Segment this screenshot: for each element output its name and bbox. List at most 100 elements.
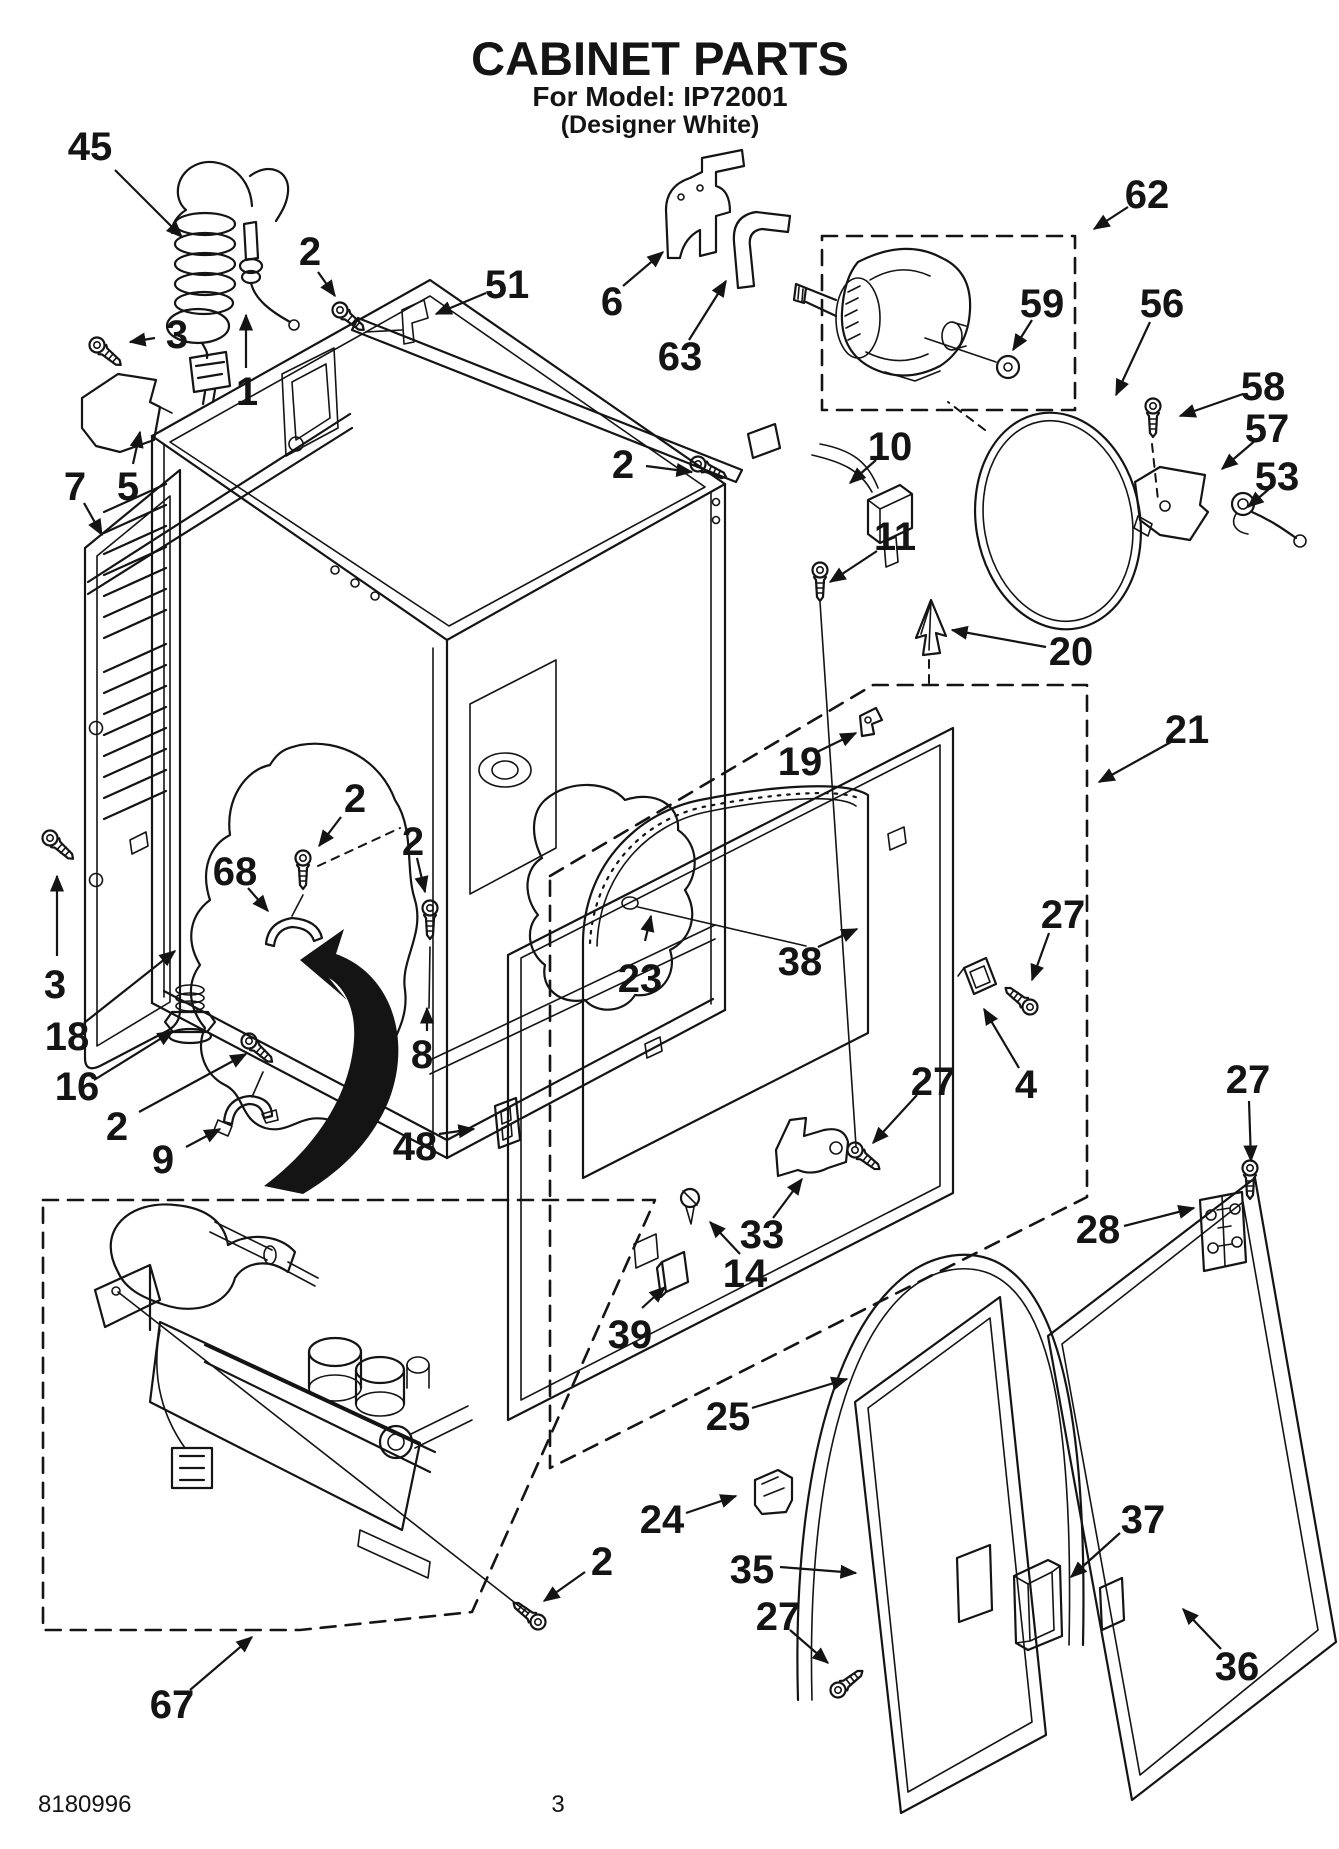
callout-68: 68: [213, 850, 258, 894]
detail-arrow: [264, 929, 399, 1194]
callout-53: 53: [1255, 455, 1300, 499]
leader-lines: [49, 169, 1270, 1691]
detail-cloud: [189, 742, 431, 1131]
leader-arrow-20: [950, 625, 1047, 649]
part-front-panel: [506, 726, 955, 1422]
callout-36: 36: [1215, 1645, 1260, 1689]
callout-9: 9: [152, 1138, 174, 1182]
leader-arrow-18: [83, 950, 177, 1024]
leader-arrow-51: [434, 291, 487, 316]
leader-arrow-57: [1220, 438, 1258, 470]
callout-10: 10: [868, 425, 913, 469]
leader-arrow-56: [1115, 321, 1151, 397]
leader-arrow-28: [1123, 1205, 1196, 1228]
leader-arrow-62: [1092, 206, 1129, 230]
callout-20: 20: [1049, 630, 1094, 674]
header: CABINET PARTS For Model: IP72001 (Design…: [471, 32, 849, 139]
model-line: For Model: IP72001: [532, 81, 787, 112]
leader-arrow-2: [645, 462, 694, 478]
leader-arrow-48: [438, 1124, 476, 1139]
page-title: CABINET PARTS: [471, 32, 849, 85]
leader-arrow-2: [542, 1571, 586, 1602]
leader-arrow-63: [688, 279, 727, 341]
leader-arrow-19: [816, 732, 858, 753]
part-clip-53: [1230, 491, 1307, 548]
leader-arrow-9: [185, 1128, 222, 1148]
leader-arrow-2: [138, 1053, 248, 1113]
belt-align-line: [947, 401, 986, 431]
part-outer-door: [1046, 1176, 1338, 1802]
finish-line: (Designer White): [561, 111, 760, 139]
leader-arrow-21: [1097, 741, 1172, 783]
callout-2: 2: [591, 1540, 613, 1584]
part-door-catch-33: [774, 1116, 850, 1178]
leader-arrow-53: [1246, 488, 1270, 508]
callout-16: 16: [55, 1065, 100, 1109]
part-screw-14: [679, 1187, 701, 1225]
front-panel-dashed-box: [548, 683, 1089, 1470]
part-drive-belt: [973, 411, 1143, 631]
leader-arrow-68: [247, 887, 269, 913]
callout-58: 58: [1241, 365, 1286, 409]
callout-2: 2: [299, 230, 321, 274]
leader-arrow-16: [93, 1030, 175, 1081]
callout-6: 6: [601, 280, 623, 324]
callout-27: 27: [1041, 893, 1086, 937]
part-push-clip-20: [914, 598, 948, 689]
callout-57: 57: [1245, 407, 1290, 451]
callout-38: 38: [778, 940, 823, 984]
screw-align-line: [1151, 443, 1159, 501]
callout-14: 14: [723, 1252, 768, 1296]
leader-arrow-27: [1030, 932, 1051, 982]
leader-arrow-37: [1069, 1532, 1121, 1578]
leader-arrow-25: [751, 1376, 849, 1410]
callout-24: 24: [640, 1498, 685, 1542]
leader-arrow-3: [128, 332, 156, 347]
leader-arrow-45: [114, 169, 184, 239]
part-drive-motor: [792, 247, 972, 382]
leader-arrow-27: [789, 1629, 830, 1664]
callout-28: 28: [1076, 1208, 1121, 1252]
leader-arrow-59: [1012, 319, 1033, 352]
callout-19: 19: [778, 740, 823, 784]
callout-3: 3: [166, 313, 188, 357]
callout-7: 7: [64, 465, 86, 509]
leader-arrow-6: [622, 251, 665, 287]
callout-59: 59: [1020, 282, 1065, 326]
callout-45: 45: [68, 125, 113, 169]
leader-arrow-14: [709, 1220, 741, 1255]
callout-27: 27: [1226, 1058, 1271, 1102]
leader-arrow-58: [1178, 392, 1244, 418]
callout-2: 2: [612, 443, 634, 487]
part-power-cord: [165, 160, 290, 406]
part-cover-plate-5: [80, 372, 173, 454]
callout-48: 48: [393, 1125, 438, 1169]
part-shield-23: [526, 783, 807, 1011]
leader-arrow-27: [872, 1094, 918, 1145]
part-bracket-6: [664, 148, 746, 260]
callout-1: 1: [236, 370, 258, 414]
callout-21: 21: [1165, 708, 1210, 752]
leader-arrow-27: [1243, 1100, 1258, 1163]
callout-63: 63: [658, 335, 703, 379]
motor-dashed-box: [820, 234, 1077, 412]
part-retainer-4: [957, 956, 998, 996]
part-door-handle: [1012, 1558, 1064, 1652]
leader-arrow-11: [828, 550, 878, 583]
callout-27: 27: [756, 1595, 801, 1639]
callout-67: 67: [150, 1683, 195, 1727]
leader-arrow-33: [772, 1177, 803, 1219]
callout-2: 2: [344, 777, 366, 821]
part-rear-panel: [83, 468, 182, 1070]
leader-arrow-2: [317, 271, 336, 298]
callout-2: 2: [106, 1105, 128, 1149]
leader-arrow-7: [83, 502, 103, 537]
part-plug-39: [633, 1233, 690, 1299]
leader-arrow-10: [848, 459, 877, 484]
part-cabinet-frame: [86, 278, 744, 1160]
document-number: 8180996: [38, 1791, 131, 1818]
leader-arrow-67: [189, 1636, 254, 1691]
leader-arrow-39: [641, 1286, 667, 1309]
